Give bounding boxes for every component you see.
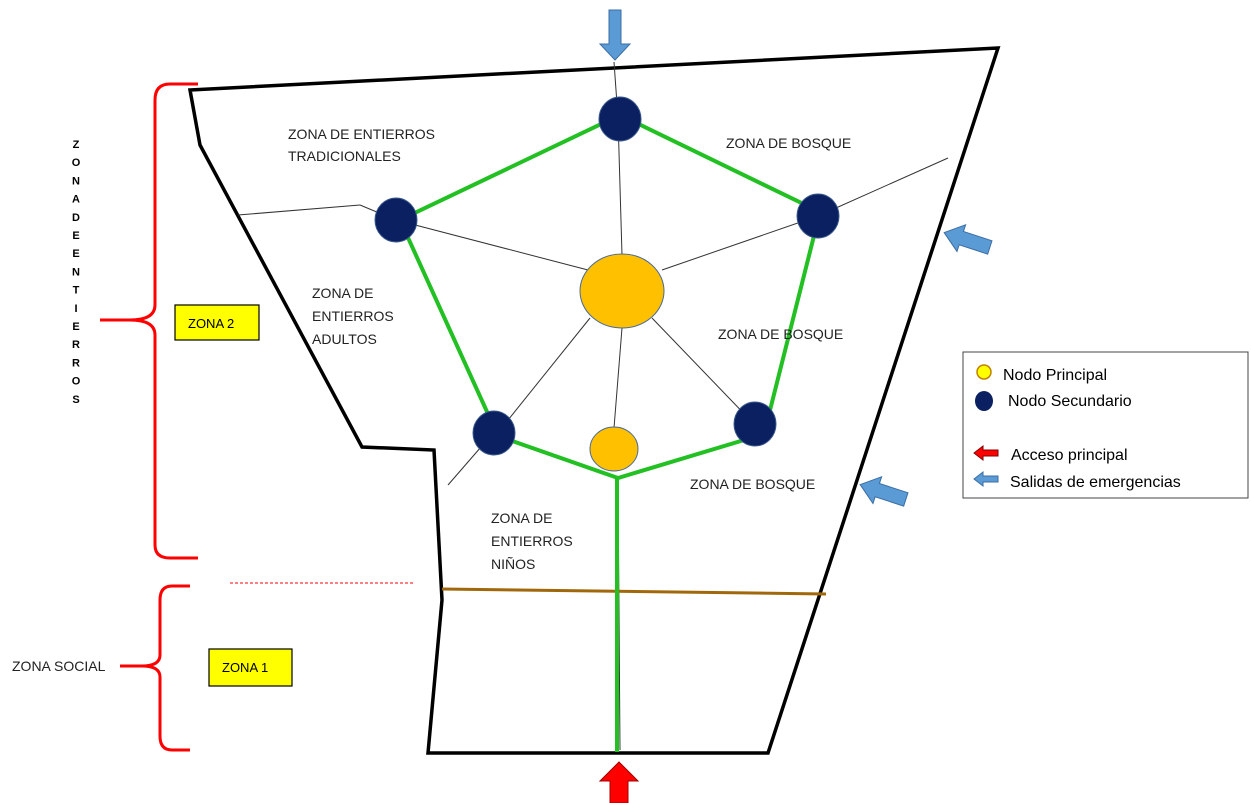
zona2-bracket [100,82,198,560]
zone-label-traditional: ZONA DE ENTIERROS TRADICIONALES [288,126,439,164]
vertical-label-letter: D [72,212,80,224]
zone-label-line: ENTIERROS [491,533,573,549]
zone-divider-line [441,587,827,596]
legend-emergency-exit-icon [973,470,999,488]
connector-line [651,317,755,425]
secondary-node-top [598,96,642,142]
principal-nodes [579,253,665,472]
emergency-exit-arrows [598,9,993,507]
vertical-label-letter: E [72,248,79,260]
principal-node-lower [589,426,639,472]
zone-label-line: ZONA DE [491,510,552,526]
zone-label-children: ZONA DE ENTIERROS NIÑOS [491,510,577,572]
zone-label-line: ADULTOS [312,331,377,347]
connector-line [661,215,819,271]
emergency-exit-arrow [943,224,993,255]
vertical-label-letter: R [72,357,80,369]
legend-emergency-exit-label: Salidas de emergencias [1010,474,1181,491]
vertical-label-letter: S [72,394,79,406]
vertical-label-letter: E [72,321,79,333]
principal-node-center [579,253,665,329]
legend-main-access-icon [973,444,999,462]
zona1-badge: ZONA 1 [208,648,293,687]
vertical-label-letter: O [72,376,81,388]
legend-secondary-node-label: Nodo Secundario [1008,393,1132,410]
legend-secondary-node-icon [975,391,993,411]
connector-line [613,327,623,429]
vertical-label-letter: O [72,157,81,169]
zone-label-line: NIÑOS [491,556,535,572]
legend: Nodo Principal Nodo Secundario Acceso pr… [962,351,1249,499]
vertical-label-letter: N [72,175,80,187]
zone-label-forest-middle: ZONA DE BOSQUE [718,326,843,342]
legend-principal-node-label: Nodo Principal [1003,367,1107,384]
zone-label-line: ENTIERROS [312,308,394,324]
zone-label-line: TRADICIONALES [288,148,401,164]
zone-label-social: ZONA SOCIAL [12,658,106,674]
legend-box [962,351,1249,499]
site-boundary [187,46,1001,755]
secondary-nodes [374,96,840,456]
vertical-label-letter: N [72,266,80,278]
vertical-label-letter: I [74,303,77,315]
secondary-node-right [796,193,840,239]
secondary-node-lower-left [472,410,516,456]
main-access-arrow [598,761,640,803]
vertical-label-letter: R [72,339,80,351]
legend-principal-node-icon [976,364,992,380]
zona1-bracket [120,584,190,752]
emergency-exit-arrow [859,476,909,507]
zona2-badge: ZONA 2 [174,304,260,341]
emergency-exit-arrow [598,9,632,61]
zone-label-line: ZONA DE [312,285,373,301]
zone-label-line: ZONA DE ENTIERROS [288,126,435,142]
connector-line [237,204,361,216]
vertical-label-letter: Z [73,139,80,151]
vertical-label-letter: A [72,194,80,206]
connector-lines [237,61,949,751]
connector-line [817,157,949,217]
vertical-label-letter: T [73,285,80,297]
vertical-label-letter: E [72,230,79,242]
secondary-node-lower-right [733,401,777,447]
zone-label-forest-bottom: ZONA DE BOSQUE [690,476,815,492]
connector-line [395,219,589,271]
connector-line [499,317,591,431]
legend-main-access-label: Acceso principal [1011,447,1128,464]
zona2-badge-text: ZONA 2 [188,316,234,331]
zona1-badge-text: ZONA 1 [222,660,268,675]
secondary-node-left [374,197,418,243]
zone-label-forest-top: ZONA DE BOSQUE [726,135,851,151]
zone-label-adults: ZONA DE ENTIERROS ADULTOS [312,285,398,347]
